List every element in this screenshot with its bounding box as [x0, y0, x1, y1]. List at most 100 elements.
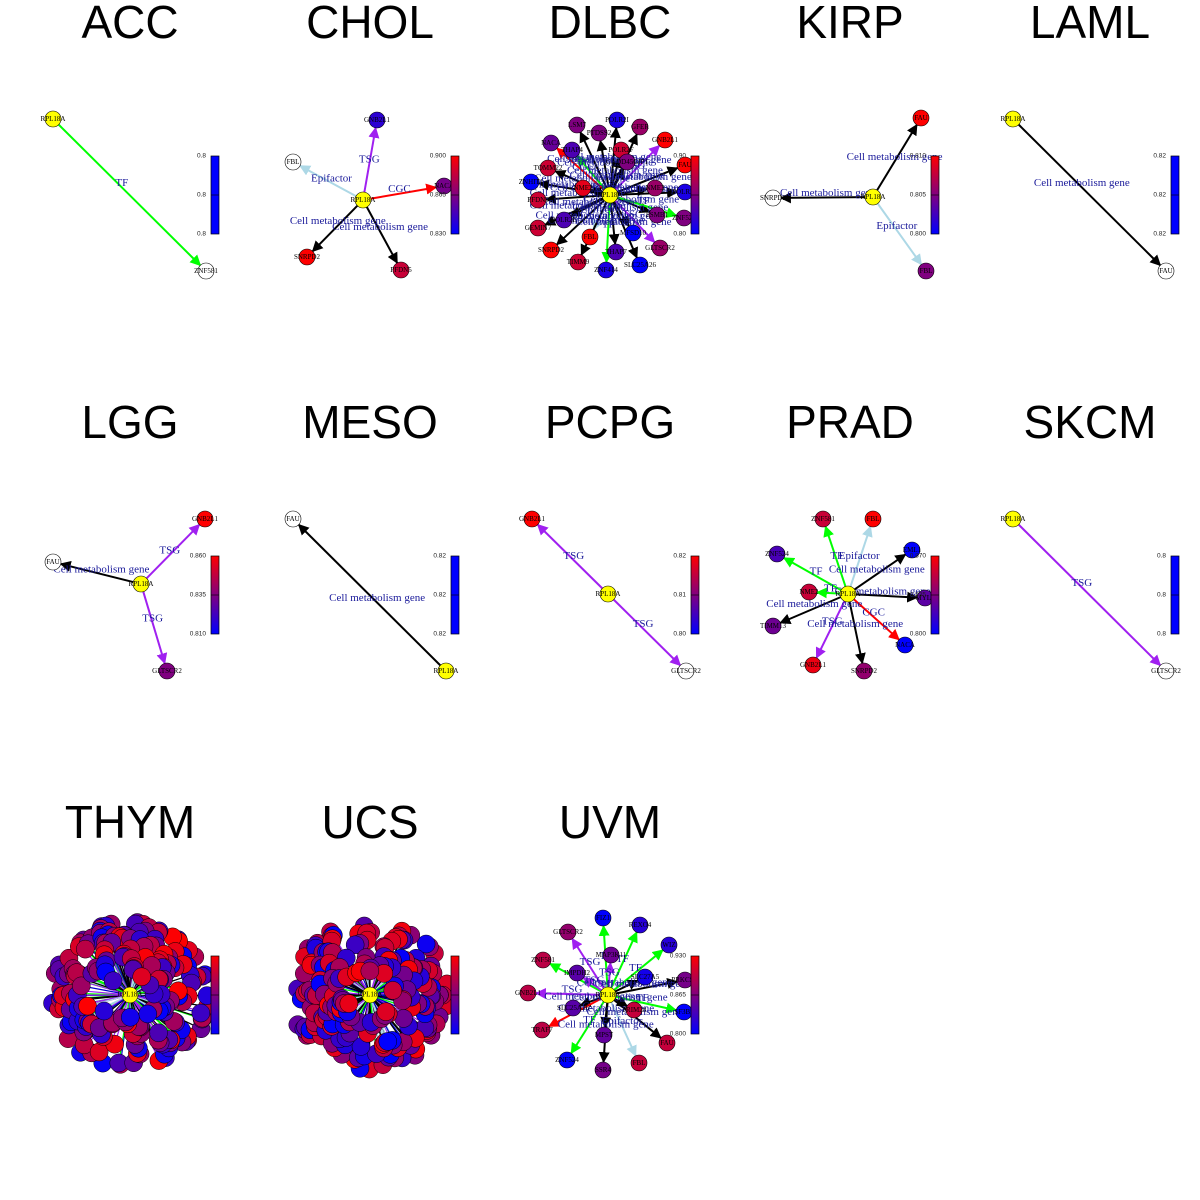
legend-label: 0.835	[910, 592, 927, 599]
edge-label: TSG	[563, 550, 584, 562]
gene-node	[651, 239, 669, 257]
legend-label: 0.8	[1157, 592, 1166, 599]
node-label: FAU	[914, 114, 927, 122]
legend-label: 0.82	[673, 553, 686, 560]
gene-node	[103, 971, 123, 991]
node-label: RPL18A	[836, 590, 861, 598]
node-label: POLR2L	[672, 188, 698, 196]
edge-label: TSG	[599, 967, 620, 979]
node-label: TIMM13	[760, 622, 787, 630]
panel-title: LGG	[81, 396, 178, 448]
edge-cell-metabolism-gene	[617, 187, 679, 199]
gene-node	[392, 261, 410, 279]
edge-tsg	[1017, 523, 1162, 667]
gene-node	[597, 261, 615, 279]
node-label: NME3	[645, 184, 665, 192]
legend-label: 0.865	[430, 192, 447, 199]
edges	[1017, 523, 1162, 667]
gene-node	[602, 946, 620, 964]
edge-label: TSG	[159, 544, 180, 556]
node-label: FIZ1	[596, 914, 611, 922]
node-label: SNRPD2	[294, 253, 321, 261]
edge-label: TSG	[584, 975, 605, 987]
gene-node	[383, 981, 403, 1000]
node-label: POLR2F	[608, 146, 633, 154]
edge-label: Cell metabolism gene	[807, 618, 903, 630]
gene-node	[149, 1023, 168, 1043]
edge-labels: Cell metabolism gene	[329, 592, 425, 604]
node-label: MPST	[595, 1031, 614, 1039]
edge-tsg	[614, 144, 661, 191]
edge-cell-metabolism-gene	[365, 206, 399, 264]
gene-node	[656, 131, 674, 149]
edge-label: Cell metabolism gene	[596, 171, 692, 183]
gene-node	[912, 109, 930, 127]
node-label: PTDSS2	[587, 129, 612, 137]
node-label: ZNHIT1	[519, 178, 544, 186]
gene-node	[595, 1026, 613, 1044]
node-label: GNB2L1	[800, 661, 827, 669]
edge-tf	[823, 525, 847, 587]
edge-cgc	[853, 598, 900, 641]
gene-node	[564, 999, 582, 1017]
gene-node	[658, 1034, 676, 1052]
node-label: NACA	[434, 182, 454, 190]
legend-label: 0.8	[1157, 553, 1166, 560]
legend-label: 0.800	[910, 631, 927, 638]
legend-label: 0.810	[190, 631, 207, 638]
edge-label: Cell metabolism gene	[572, 991, 668, 1003]
edge-label: TF	[629, 962, 642, 974]
gene-node	[191, 1003, 211, 1023]
node-label: MAP3K11	[596, 951, 627, 959]
edge-cell-metabolism-gene	[617, 166, 679, 193]
node-label: SNRPD2	[538, 246, 565, 254]
node-label: ZNF414	[594, 266, 618, 274]
gene-node	[378, 1032, 398, 1051]
gene-node	[864, 510, 882, 528]
gene-node	[569, 253, 587, 271]
edge-tf	[617, 196, 678, 218]
node-label: GNB2L1	[192, 515, 219, 523]
edge-tsg	[142, 591, 168, 665]
panel-title: THYM	[65, 796, 195, 848]
node-label: POLR2E	[551, 216, 577, 224]
node-label: GLTSCR2	[152, 667, 182, 675]
node-label: GADD45GIP1	[606, 158, 649, 166]
edge-tf	[815, 587, 841, 599]
gene-node	[368, 111, 386, 129]
node-label: EML1	[903, 546, 922, 554]
node-label: FBL	[287, 158, 300, 166]
gene-node	[1157, 662, 1175, 680]
gene-node	[284, 153, 302, 171]
edge-cell-metabolism-gene	[779, 192, 866, 204]
gene-node	[339, 994, 359, 1013]
gene-node	[764, 617, 782, 635]
node-label: FBL	[867, 515, 880, 523]
center-node	[121, 986, 139, 1004]
gene-node	[416, 934, 436, 954]
gene-node	[132, 967, 151, 987]
gene-node	[636, 968, 654, 986]
gene-node	[558, 1051, 576, 1069]
node-label: RPL18A	[129, 580, 154, 588]
node-label: ZNF581	[531, 956, 555, 964]
gene-node	[648, 206, 666, 224]
gene-node	[284, 510, 302, 528]
edges	[537, 126, 679, 264]
color-scale-legend: 0.900.80	[673, 153, 700, 238]
legend-label: 0.930	[670, 953, 687, 960]
panel-title: LAML	[1030, 0, 1150, 48]
gene-node	[800, 583, 818, 601]
node-label: SLC25A26	[557, 1004, 589, 1012]
edge-cell-metabolism-gene	[854, 553, 907, 591]
edge-label: Cell metabolism gene	[550, 181, 646, 193]
gene-node	[855, 662, 873, 680]
